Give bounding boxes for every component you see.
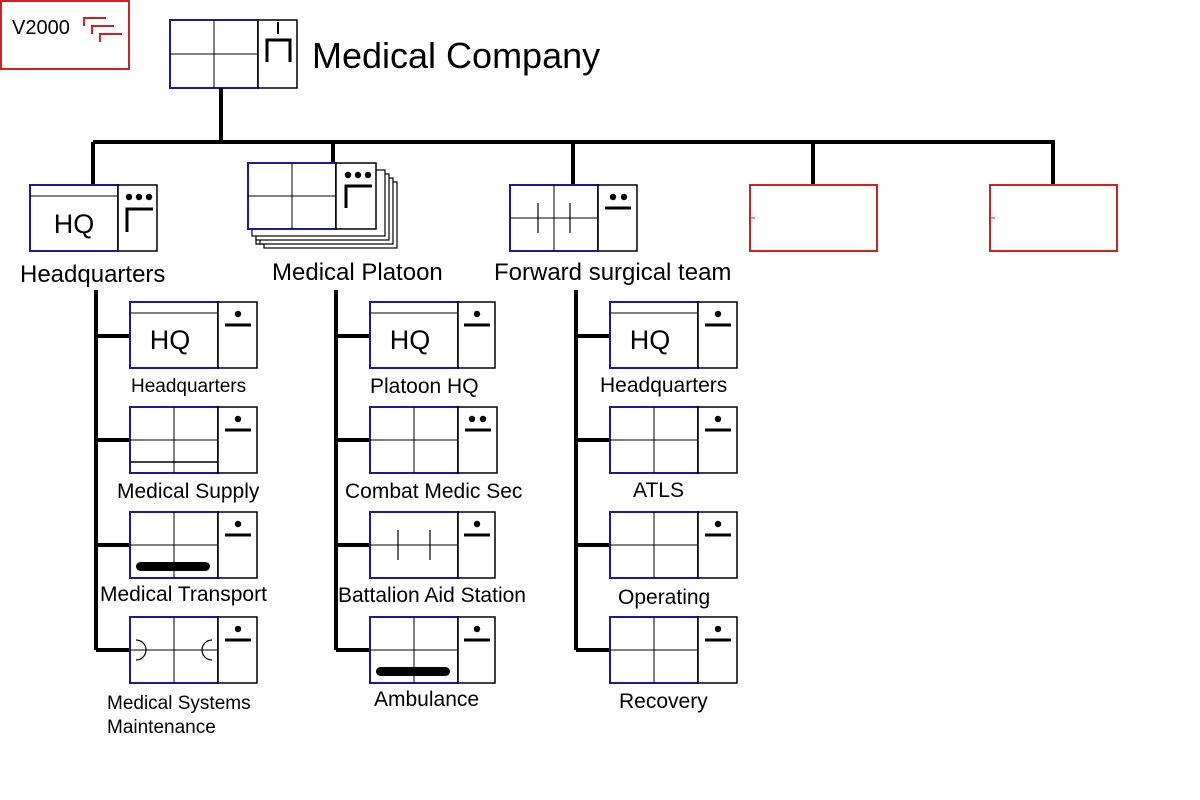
child-operating: Operating bbox=[609, 511, 738, 609]
root-title: Medical Company bbox=[312, 35, 600, 76]
child-label: Ambulance bbox=[374, 688, 479, 711]
battalion-echelon-icon bbox=[117, 184, 158, 252]
hq-modifier: HQ bbox=[54, 209, 95, 239]
unit-forward-surgical-team: Forward surgical team bbox=[494, 184, 731, 286]
child-label: Headquarters bbox=[131, 376, 246, 397]
child-label: Combat Medic Sec bbox=[345, 480, 522, 503]
squad-echelon-icon bbox=[457, 616, 496, 684]
child-label: Headquarters bbox=[600, 374, 727, 397]
child-recovery: Recovery bbox=[609, 616, 738, 713]
wheeled-icon bbox=[136, 562, 210, 571]
unit-label: Forward surgical team bbox=[494, 259, 731, 286]
squad-echelon-icon bbox=[217, 406, 258, 474]
section-echelon-icon bbox=[457, 406, 498, 474]
child-fst-headquarters: HQ Headquarters bbox=[600, 301, 738, 397]
child-medical-transport: Medical Transport bbox=[100, 511, 267, 606]
maintenance-icon bbox=[135, 639, 213, 661]
unit-placeholder bbox=[989, 184, 1118, 252]
version-label: V2000 bbox=[12, 17, 70, 39]
unit-label: Headquarters bbox=[20, 261, 165, 288]
hq-modifier: HQ bbox=[390, 325, 431, 355]
child-medical-systems-maintenance: Medical Systems Maintenance bbox=[107, 616, 258, 738]
squad-echelon-icon bbox=[697, 511, 738, 579]
child-label: ATLS bbox=[633, 479, 684, 502]
child-headquarters: HQ Headquarters bbox=[129, 301, 258, 397]
child-atls: ATLS bbox=[609, 406, 738, 502]
child-battalion-aid-station: Battalion Aid Station bbox=[338, 511, 526, 607]
version-chevrons-icon bbox=[83, 17, 122, 42]
root-unit: Medical Company bbox=[169, 19, 600, 89]
child-label: Medical Systems bbox=[107, 693, 251, 714]
surgical-symbol bbox=[509, 184, 599, 252]
company-echelon-icon bbox=[597, 184, 638, 252]
unit-headquarters: HQ Headquarters bbox=[20, 184, 165, 288]
battalion-echelon-icon bbox=[335, 162, 377, 230]
child-label-line2: Maintenance bbox=[107, 717, 216, 738]
child-label: Platoon HQ bbox=[370, 375, 479, 398]
hq-modifier: HQ bbox=[150, 325, 191, 355]
child-label: Battalion Aid Station bbox=[338, 584, 526, 607]
company-echelon-icon bbox=[257, 19, 298, 89]
squad-echelon-icon bbox=[457, 511, 496, 579]
squad-echelon-icon bbox=[217, 616, 258, 684]
child-ambulance: Ambulance bbox=[369, 616, 496, 711]
child-platoon-hq: HQ Platoon HQ bbox=[369, 301, 496, 398]
unit-placeholder bbox=[749, 184, 878, 252]
squad-echelon-icon bbox=[697, 616, 738, 684]
root-symbol bbox=[169, 19, 259, 89]
wheeled-icon bbox=[376, 667, 450, 676]
version-tag: V2000 bbox=[0, 0, 130, 70]
squad-echelon-icon bbox=[697, 301, 738, 369]
child-label: Medical Supply bbox=[117, 480, 260, 503]
child-combat-medic-sec: Combat Medic Sec bbox=[345, 406, 522, 503]
headquarters-symbol: HQ bbox=[29, 184, 119, 252]
child-medical-supply: Medical Supply bbox=[117, 406, 260, 503]
unit-medical-platoon: Medical Platoon bbox=[247, 162, 443, 286]
squad-echelon-icon bbox=[457, 301, 496, 369]
squad-echelon-icon bbox=[217, 301, 258, 369]
child-label: Operating bbox=[618, 586, 710, 609]
unit-label: Medical Platoon bbox=[272, 259, 443, 286]
child-label: Medical Transport bbox=[100, 583, 267, 606]
hq-modifier: HQ bbox=[630, 325, 671, 355]
connectors bbox=[91, 88, 1055, 652]
child-label: Recovery bbox=[619, 690, 708, 713]
squad-echelon-icon bbox=[217, 511, 258, 579]
medical-platoon-symbol bbox=[247, 162, 337, 230]
squad-echelon-icon bbox=[697, 406, 738, 474]
